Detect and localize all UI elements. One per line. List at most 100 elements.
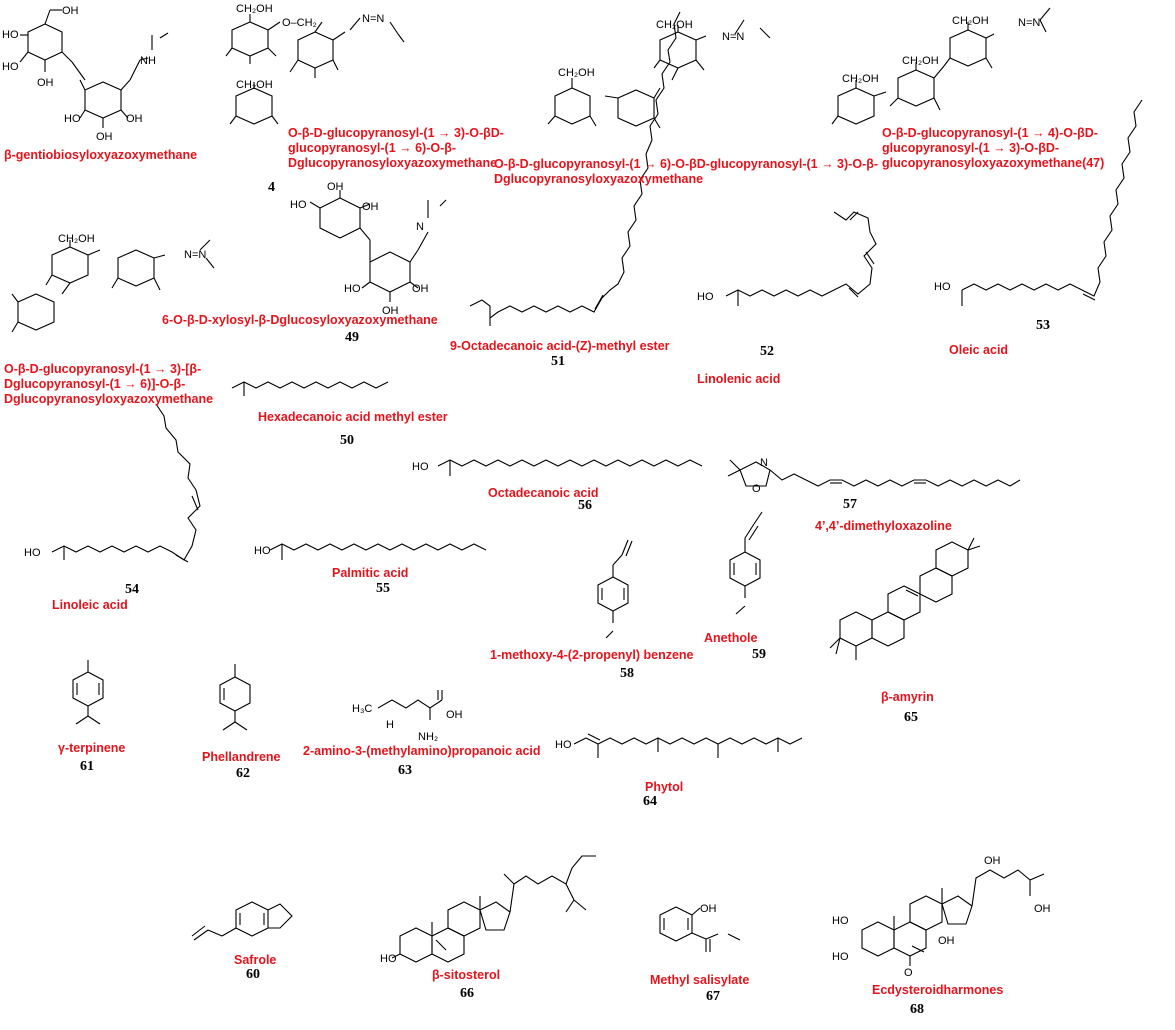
atom-label: NH	[140, 55, 156, 67]
compound-label-4: O-β-D-glucopyranosyl-(1 → 3)-O-βD-glucop…	[288, 126, 504, 170]
compound-label-52: Linolenic acid	[697, 372, 781, 386]
structure-1	[19, 9, 169, 128]
compound-number-66: 66	[460, 986, 474, 1001]
atom-label: OH	[362, 201, 379, 213]
atom-label: N	[416, 221, 424, 233]
compound-label-53: Oleic acid	[949, 343, 1009, 357]
atom-label: N	[760, 457, 768, 469]
atom-label: CH₂OH	[58, 233, 95, 245]
atom-label: OH	[96, 131, 113, 143]
compound-label-50: Hexadecanoic acid methyl ester	[258, 410, 448, 424]
atom-label: O	[752, 483, 761, 495]
atom-label: CH₂OH	[656, 19, 693, 31]
compound-number-52: 52	[760, 344, 774, 359]
compound-number-56: 56	[578, 498, 592, 513]
structure-4	[225, 14, 405, 125]
compound-number-59: 59	[752, 647, 766, 662]
compound-label-51: 9-Octadecanoic acid-(Z)-methyl ester	[450, 339, 670, 353]
structure-67	[659, 906, 741, 952]
structure-59	[729, 511, 763, 615]
compound-number-65: 65	[904, 710, 918, 725]
compound-label-58: 1-methoxy-4-(2-propenyl) benzene	[490, 648, 694, 662]
atom-label: HO	[254, 545, 271, 557]
structure-52	[725, 211, 877, 306]
atom-label: HO	[2, 29, 19, 41]
atom-label: N=N	[722, 31, 744, 43]
compound-label-68: Ecdysteroidharmones	[872, 983, 1004, 997]
atom-label: HO	[24, 547, 41, 559]
structure-66	[391, 855, 596, 963]
atom-label: N=N	[1018, 17, 1040, 29]
structure-57	[727, 459, 1021, 487]
structure-65	[829, 537, 981, 660]
compound-number-58: 58	[620, 666, 634, 681]
compound-label-gentiobiosyloxyazoxymethane: β-gentiobiosyloxyazoxymethane	[4, 148, 198, 162]
atom-label: HO	[555, 739, 572, 751]
atom-label: OH	[700, 903, 717, 915]
atom-label: N=N	[362, 13, 384, 25]
atom-label: OH	[62, 5, 79, 17]
atom-label: CH₂OH	[902, 55, 939, 67]
structure-5	[11, 239, 215, 333]
atom-label: HO	[412, 461, 429, 473]
compound-number-51: 51	[551, 354, 565, 365]
structure-55	[269, 543, 487, 560]
atom-label: H	[386, 719, 394, 731]
compound-label-65: β-amyrin	[881, 690, 934, 704]
structure-56	[437, 459, 703, 476]
compound-number-64: 64	[643, 794, 657, 809]
atom-label: CH₂OH	[558, 67, 595, 79]
structure-50	[231, 381, 389, 396]
compound-number-63: 63	[398, 763, 412, 778]
compound-label-49: 6-O-β-D-xylosyl-β-Dglucosyloxyazoxymetha…	[162, 313, 438, 327]
compound-label-63: 2-amino-3-(methylamino)propanoic acid	[303, 744, 541, 758]
compound-label-64: Phytol	[645, 780, 684, 794]
atom-label: OH	[984, 855, 1001, 867]
compound-number-50: 50	[340, 433, 354, 448]
atom-label: OH	[446, 709, 463, 721]
structure-58	[597, 539, 633, 639]
atom-label: H₃C	[352, 703, 372, 715]
atom-label: CH₂OH	[842, 73, 879, 85]
atom-label: OH	[126, 113, 143, 125]
compound-number-49: 49	[345, 330, 359, 345]
atom-label: HO	[2, 61, 19, 73]
atom-label: CH₂OH	[952, 15, 989, 27]
atom-label: HO	[697, 291, 714, 303]
atom-label: CH₂OH	[236, 79, 273, 91]
atom-label: HO	[832, 951, 849, 963]
structure-62	[219, 664, 251, 731]
compound-number-62: 62	[236, 766, 250, 781]
compound-label-60: Safrole	[234, 953, 277, 967]
structure-68	[861, 869, 1045, 966]
compound-label-5: O-β-D-glucopyranosyl-(1 → 3)-[β-Dglucopy…	[4, 362, 214, 406]
structure-60	[191, 901, 293, 941]
atom-label: NH₂	[418, 731, 438, 743]
atom-label: OH	[37, 77, 54, 89]
compound-label-54: Linoleic acid	[52, 598, 128, 612]
compound-number-53: 53	[1036, 318, 1050, 333]
structure-64	[573, 733, 803, 758]
compound-number-57: 57	[843, 497, 857, 512]
atom-label: HO	[64, 113, 81, 125]
compound-number-61: 61	[80, 759, 94, 774]
compound-number-60: 60	[246, 967, 260, 982]
compound-label-61: γ-terpinene	[58, 741, 126, 755]
compound-label-47: O-β-D-glucopyranosyl-(1 → 4)-O-βD-glucop…	[882, 126, 1105, 170]
atom-label: OH	[938, 935, 955, 947]
compound-label-59: Anethole	[704, 631, 758, 645]
compound-number-68: 68	[910, 1002, 924, 1017]
compound-number-67: 67	[706, 989, 720, 1004]
atom-label: O	[904, 967, 913, 979]
compound-label-55: Palmitic acid	[332, 566, 409, 580]
atom-label: HO	[934, 281, 951, 293]
structure-54	[51, 403, 201, 563]
atom-label: HO	[832, 915, 849, 927]
atom-label: O–CH₂	[282, 17, 317, 29]
atom-label: CH₂OH	[236, 3, 273, 15]
compound-label-66: β-sitosterol	[432, 968, 501, 982]
structure-3	[547, 19, 771, 129]
